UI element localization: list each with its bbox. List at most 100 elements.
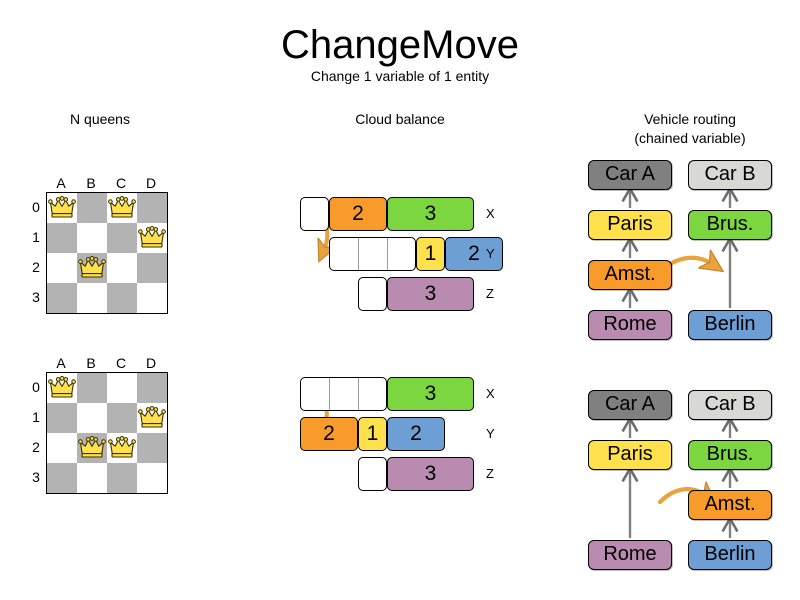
vehicle-box-car-a-after[interactable]: Car A (588, 390, 672, 420)
cloud-free-capacity (329, 237, 416, 271)
board-cell-C3[interactable] (107, 463, 137, 493)
board-cell-A1[interactable] (47, 223, 77, 253)
board-cell-C2[interactable] (107, 253, 137, 283)
file-label-a: A (56, 175, 66, 191)
board-cell-B1[interactable] (77, 403, 107, 433)
cloud-process-green[interactable]: 3 (387, 377, 474, 411)
capacity-divider (358, 378, 359, 410)
cloud-computer-label-z: Z (486, 466, 494, 481)
board-cell-A3[interactable] (47, 463, 77, 493)
cloud-process-purple[interactable]: 3 (387, 277, 474, 311)
cloud-computer-label-x: X (486, 206, 495, 221)
board-cell-C1[interactable] (107, 223, 137, 253)
cloud-process-blue[interactable]: 2 (445, 237, 503, 271)
board-cell-A3[interactable] (47, 283, 77, 313)
vehicle-box-car-b-before[interactable]: Car B (688, 160, 772, 190)
board-cell-D2[interactable] (137, 253, 167, 283)
file-label-b: B (86, 355, 96, 371)
cloud-free-capacity (358, 457, 387, 491)
board-cell-D3[interactable] (137, 283, 167, 313)
board-cell-D3[interactable] (137, 463, 167, 493)
capacity-divider (358, 238, 359, 270)
section-title-n-queens: N queens (70, 111, 130, 127)
stop-box-rome-after[interactable]: Rome (588, 540, 672, 570)
rank-label-0: 0 (32, 379, 40, 395)
cloud-free-capacity (300, 197, 329, 231)
queen-B2[interactable] (77, 253, 107, 283)
stop-box-brus-before[interactable]: Brus. (688, 210, 772, 240)
capacity-divider (387, 238, 388, 270)
board-cell-D0[interactable] (137, 193, 167, 223)
board-cell-B0[interactable] (77, 373, 107, 403)
rank-label-1: 1 (32, 229, 40, 245)
page-subtitle: Change 1 variable of 1 entity (310, 68, 490, 84)
file-label-c: C (115, 175, 127, 191)
stop-box-amst-after[interactable]: Amst. (688, 490, 772, 520)
cloud-process-green[interactable]: 3 (387, 197, 474, 231)
vehicle-box-car-b-after[interactable]: Car B (688, 390, 772, 420)
cloud-process-orange[interactable]: 2 (329, 197, 387, 231)
rank-label-0: 0 (32, 199, 40, 215)
cloud-computer-label-z: Z (486, 286, 494, 301)
cloud-computer-label-x: X (486, 386, 495, 401)
file-label-d: D (145, 355, 157, 371)
file-label-c: C (115, 355, 127, 371)
stop-box-brus-after[interactable]: Brus. (688, 440, 772, 470)
queen-A0[interactable] (47, 193, 77, 223)
board-cell-B1[interactable] (77, 223, 107, 253)
rank-label-2: 2 (32, 439, 40, 455)
cloud-computer-label-y: Y (486, 246, 495, 261)
stop-box-paris-before[interactable]: Paris (588, 210, 672, 240)
chess-grid-after (46, 372, 168, 494)
rank-label-3: 3 (32, 289, 40, 305)
vehicle-box-car-a-before[interactable]: Car A (588, 160, 672, 190)
board-cell-C1[interactable] (107, 403, 137, 433)
board-cell-A2[interactable] (47, 433, 77, 463)
queen-D1[interactable] (137, 403, 167, 433)
stop-box-paris-after[interactable]: Paris (588, 440, 672, 470)
chess-grid-before (46, 192, 168, 314)
cloud-process-blue[interactable]: 2 (387, 417, 445, 451)
cloud-free-capacity (300, 377, 387, 411)
stop-box-berlin-after[interactable]: Berlin (688, 540, 772, 570)
file-label-d: D (145, 175, 157, 191)
rank-label-1: 1 (32, 409, 40, 425)
board-cell-A2[interactable] (47, 253, 77, 283)
file-label-a: A (56, 355, 66, 371)
board-cell-B0[interactable] (77, 193, 107, 223)
cloud-process-yellow[interactable]: 1 (416, 237, 445, 271)
rank-label-3: 3 (32, 469, 40, 485)
queen-D1[interactable] (137, 223, 167, 253)
board-cell-D0[interactable] (137, 373, 167, 403)
queen-C0[interactable] (107, 193, 137, 223)
board-cell-C0[interactable] (107, 373, 137, 403)
board-cell-C3[interactable] (107, 283, 137, 313)
section-title-vehicle-routing-sub: (chained variable) (634, 130, 746, 146)
page-title: ChangeMove (281, 23, 519, 67)
queen-C2[interactable] (107, 433, 137, 463)
cloud-free-capacity (358, 277, 387, 311)
capacity-divider (329, 378, 330, 410)
board-cell-B3[interactable] (77, 463, 107, 493)
cloud-process-purple[interactable]: 3 (387, 457, 474, 491)
cloud-process-yellow[interactable]: 1 (358, 417, 387, 451)
board-cell-B3[interactable] (77, 283, 107, 313)
board-cell-D2[interactable] (137, 433, 167, 463)
cloud-process-orange[interactable]: 2 (300, 417, 358, 451)
section-title-cloud-balance: Cloud balance (355, 111, 445, 127)
queen-A0[interactable] (47, 373, 77, 403)
stop-box-amst-before[interactable]: Amst. (588, 260, 672, 290)
cloud-computer-label-y: Y (486, 426, 495, 441)
board-cell-A1[interactable] (47, 403, 77, 433)
stop-box-rome-before[interactable]: Rome (588, 310, 672, 340)
file-label-b: B (86, 175, 96, 191)
queen-B2[interactable] (77, 433, 107, 463)
stop-box-berlin-before[interactable]: Berlin (688, 310, 772, 340)
